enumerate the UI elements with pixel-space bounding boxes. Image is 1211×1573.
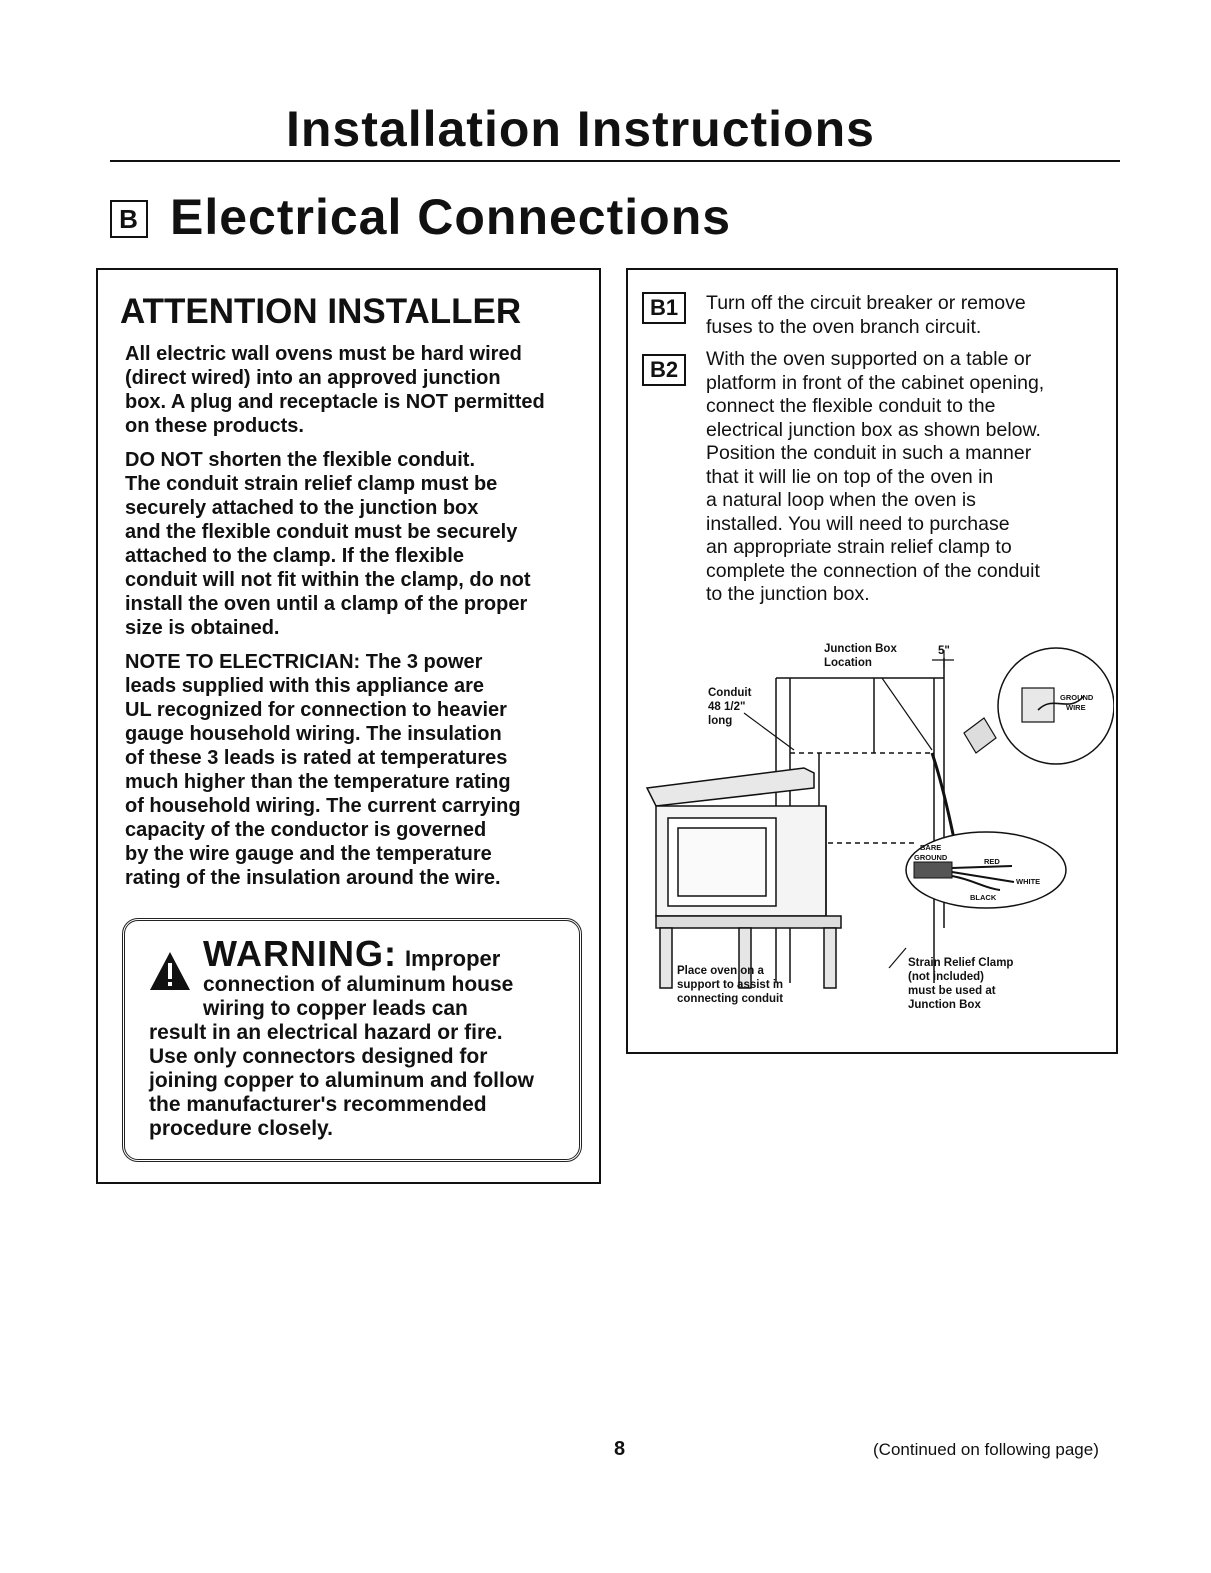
- ground-wire-wire-label: WIRE: [1066, 703, 1086, 712]
- oven-illustration: [645, 767, 842, 989]
- text-line: All electric wall ovens must be hard wir…: [125, 343, 522, 365]
- attention-paragraph-conduit: DO NOT shorten the flexible conduit. The…: [125, 448, 595, 640]
- conduit-pointer: [743, 712, 795, 751]
- text-line: procedure closely.: [149, 1117, 334, 1140]
- text-line: platform in front of the cabinet opening…: [706, 371, 1045, 394]
- strain-relief-location-label: Junction Box: [908, 999, 981, 1011]
- text-line: wiring to copper leads can: [203, 997, 468, 1020]
- text-line: electrical junction box as shown below.: [706, 418, 1041, 441]
- text-line: to the junction box.: [706, 583, 870, 605]
- steps-panel: B1 Turn off the circuit breaker or remov…: [626, 268, 1118, 1054]
- text-line: The conduit strain relief clamp must be: [125, 473, 498, 495]
- text-line: joining copper to aluminum and follow: [149, 1069, 534, 1092]
- place-oven-label: Place oven on a: [677, 965, 765, 977]
- bare-label: BARE: [920, 843, 941, 852]
- text-line: rating of the insulation around the wire…: [125, 867, 501, 889]
- page-number: 8: [614, 1438, 626, 1460]
- dimension-marker: [932, 650, 954, 668]
- text-line: that it will lie on top of the oven in: [706, 465, 994, 488]
- text-line: UL recognized for connection to heavier: [125, 699, 507, 721]
- text-line: complete the connection of the conduit: [706, 559, 1040, 582]
- ground-wire-label: GROUND: [1060, 693, 1094, 702]
- text-line: Turn off the circuit breaker or remove: [706, 292, 1026, 314]
- white-wire-label: WHITE: [1016, 877, 1040, 886]
- text-line: of these 3 leads is rated at temperature…: [125, 747, 508, 769]
- attention-paragraph-hard-wired: All electric wall ovens must be hard wir…: [125, 342, 595, 438]
- text-line: result in an electrical hazard or fire.: [149, 1021, 503, 1044]
- wire-color-detail: [905, 831, 1067, 909]
- text-line: box. A plug and receptacle is NOT permit…: [125, 391, 545, 413]
- text-line: leads supplied with this appliance are: [125, 675, 484, 697]
- junction-box-label: Junction Box: [824, 643, 897, 655]
- title-rule: [110, 160, 1120, 162]
- text-line: of household wiring. The current carryin…: [125, 795, 521, 817]
- text-line: capacity of the conductor is governed: [125, 819, 487, 841]
- step-b2-text: With the oven supported on a table or pl…: [706, 348, 1106, 607]
- text-line: conduit will not fit within the clamp, d…: [125, 569, 531, 591]
- strain-relief-not-included-label: (not included): [908, 971, 984, 983]
- text-line: With the oven supported on a table or: [706, 348, 1032, 370]
- text-line: a natural loop when the oven is: [706, 489, 976, 511]
- text-line: gauge household wiring. The insulation: [125, 723, 502, 745]
- warning-text: connection of aluminum house wiring to c…: [149, 973, 579, 1141]
- oven-conduit-diagram: Junction Box Location 5" Conduit 48 1/2"…: [645, 643, 1114, 1011]
- attention-paragraph-electrician-note: NOTE TO ELECTRICIAN: The 3 power leads s…: [125, 650, 595, 890]
- text-line: the manufacturer's recommended: [149, 1093, 487, 1116]
- text-line: fuses to the oven branch circuit.: [706, 315, 982, 338]
- text-line: size is obtained.: [125, 617, 280, 639]
- step-badge-b1: B1: [642, 292, 686, 324]
- page-title: Installation Instructions: [286, 101, 875, 157]
- text-line: much higher than the temperature rating: [125, 771, 511, 793]
- warning-triangle-icon: [150, 952, 190, 990]
- strain-relief-pointer: [888, 947, 907, 969]
- text-line: connect the flexible conduit to the: [706, 395, 996, 417]
- text-line: on these products.: [125, 415, 304, 437]
- text-line: DO NOT shorten the flexible conduit.: [125, 449, 476, 471]
- conduit-length-label: 48 1/2": [708, 701, 745, 713]
- junction-box-location-label: Location: [824, 657, 872, 669]
- strain-relief-must-label: must be used at: [908, 985, 996, 997]
- continued-note: (Continued on following page): [873, 1440, 1099, 1459]
- ground-wire-detail: [963, 647, 1114, 765]
- section-title: Electrical Connections: [170, 189, 732, 245]
- attention-body: All electric wall ovens must be hard wir…: [125, 342, 595, 900]
- black-wire-label: BLACK: [970, 893, 997, 902]
- place-oven-support-label: support to assist in: [677, 979, 783, 991]
- text-line: install the oven until a clamp of the pr…: [125, 593, 528, 615]
- text-line: NOTE TO ELECTRICIAN: The 3 power: [125, 651, 483, 673]
- attention-title: ATTENTION INSTALLER: [120, 292, 522, 331]
- text-line: attached to the clamp. If the flexible: [125, 545, 464, 567]
- text-line: Position the conduit in such a manner: [706, 442, 1032, 464]
- text-line: an appropriate strain relief clamp to: [706, 536, 1012, 558]
- dimension-label: 5": [938, 645, 950, 657]
- text-line: by the wire gauge and the temperature: [125, 843, 492, 865]
- junction-box-pointer: [881, 677, 933, 751]
- red-wire-label: RED: [984, 857, 1000, 866]
- attention-installer-panel: ATTENTION INSTALLER All electric wall ov…: [96, 268, 601, 1184]
- text-line: connection of aluminum house: [203, 973, 514, 996]
- place-oven-conduit-label: connecting conduit: [677, 993, 783, 1005]
- text-line: installed. You will need to purchase: [706, 512, 1010, 535]
- text-line: securely attached to the junction box: [125, 497, 479, 519]
- warning-heading: WARNING:: [203, 933, 397, 974]
- section-letter-badge: B: [110, 200, 148, 238]
- text-line: (direct wired) into an approved junction: [125, 367, 501, 389]
- warning-box: WARNING: Improper connection of aluminum …: [122, 918, 582, 1162]
- conduit-long-label: long: [708, 715, 732, 727]
- bare-ground-label: GROUND: [914, 853, 948, 862]
- section-heading: B Electrical Connections: [110, 188, 731, 246]
- text-line: Use only connectors designed for: [149, 1045, 488, 1068]
- step-badge-b2: B2: [642, 354, 686, 386]
- warning-title: WARNING: Improper: [203, 933, 500, 975]
- text-line: and the flexible conduit must be securel…: [125, 521, 518, 543]
- warning-lead-word: Improper: [404, 946, 501, 971]
- strain-relief-label: Strain Relief Clamp: [908, 957, 1013, 969]
- step-b1-text: Turn off the circuit breaker or remove f…: [706, 292, 1106, 339]
- conduit-label: Conduit: [708, 687, 752, 699]
